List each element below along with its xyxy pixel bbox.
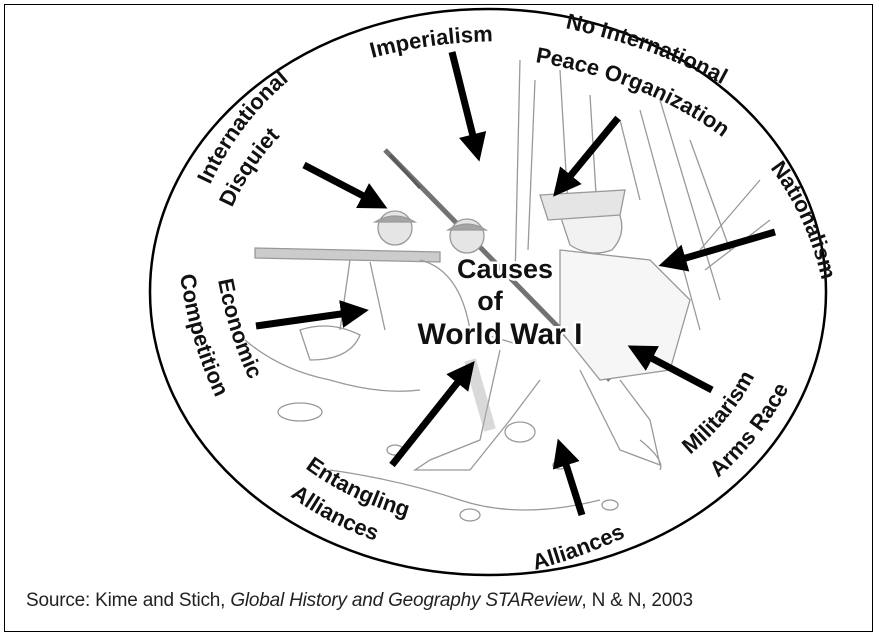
arrow-no-international-peace-organization (553, 115, 621, 197)
center-line-causes: Causes (457, 254, 553, 284)
arrow-militarism (627, 345, 714, 394)
source-suffix: , N & N, 2003 (581, 590, 693, 611)
label-nationalism: Nationalism (766, 156, 841, 281)
center-title: Causes of World War I (415, 252, 585, 354)
arrow-economic-competition (255, 300, 369, 330)
center-line-world-war-i: World War I (418, 318, 583, 351)
arrows (255, 51, 776, 517)
center-line-of: of (477, 286, 503, 316)
label-alliances: Alliances (530, 519, 628, 575)
arrow-imperialism (448, 51, 487, 162)
arrow-nationalism (658, 228, 776, 272)
source-citation: Source: Kime and Stich, Global History a… (26, 590, 866, 612)
source-prefix: Source: Kime and Stich, (26, 590, 231, 611)
arrow-international-disquiet (302, 161, 388, 209)
diagram-oval (148, 7, 828, 577)
figure-frame (4, 4, 873, 632)
label-imperialism: Imperialism (367, 21, 493, 63)
source-title: Global History and Geography STAReview (230, 590, 582, 611)
arrow-entangling-alliances (389, 361, 475, 468)
arrow-alliances (552, 438, 586, 517)
